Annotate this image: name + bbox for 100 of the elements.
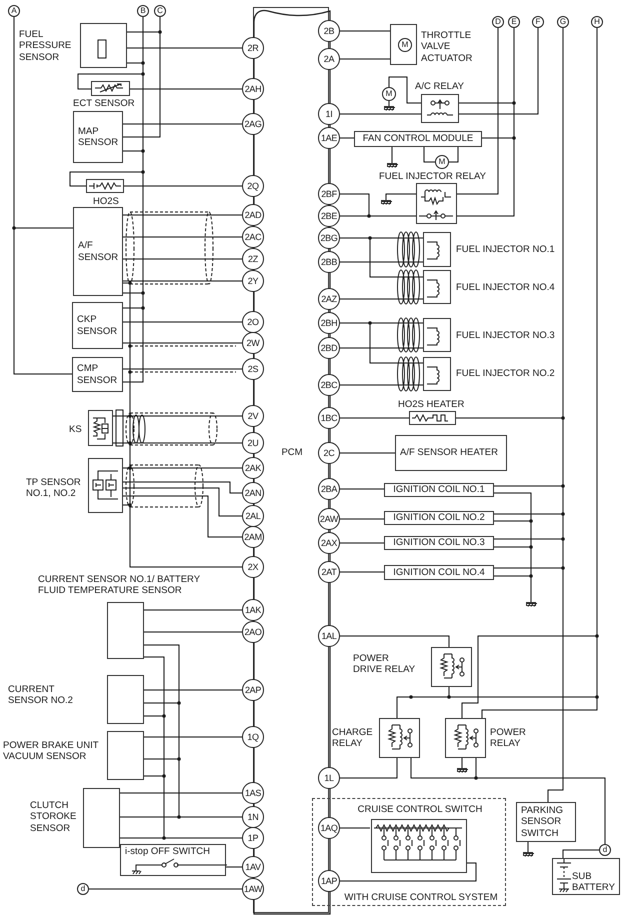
connector-pin: 1Q: [242, 726, 264, 748]
wire: [476, 758, 606, 844]
wire: [388, 100, 390, 106]
connector-pin: 1AL: [318, 625, 340, 647]
wire: [340, 488, 384, 490]
connector-pin: 2O: [242, 311, 264, 333]
connector-pin: 2U: [242, 432, 264, 454]
component-label: A/C RELAY: [415, 81, 465, 92]
wire: [122, 16, 160, 138]
wire: [120, 792, 242, 794]
wire: [562, 850, 600, 858]
component-label: HO2S: [93, 196, 120, 208]
component-label: HO2S HEATER: [398, 399, 466, 410]
component-label: i-stop OFF SWITCH: [125, 846, 211, 858]
connector-pin: 1I: [318, 103, 340, 125]
connector-pin: 2X: [242, 556, 264, 578]
connector-pin: 2AM: [242, 526, 264, 548]
component-label: FUEL INJECTOR NO.4: [456, 282, 556, 294]
connector-pin: 2BH: [318, 312, 340, 334]
wire: [112, 442, 242, 444]
coil-box: IGNITION COIL NO.1: [384, 483, 494, 497]
connector-pin: 2BD: [318, 337, 340, 359]
connector-terminal: F: [532, 16, 544, 28]
wire: [122, 496, 242, 538]
motor-symbol: M: [398, 38, 412, 52]
connector-pin: 2AG: [242, 113, 264, 135]
sensor-box: CMP SENSOR: [72, 357, 123, 392]
connector-pin: 2AT: [318, 561, 340, 583]
wire: [340, 298, 424, 300]
wire: [144, 776, 242, 838]
wire: [122, 342, 242, 344]
connector-pin: 1AW: [242, 878, 264, 900]
component-label: FUEL INJECTOR NO.2: [456, 368, 556, 380]
coil-box: IGNITION COIL NO.4: [384, 565, 494, 580]
component-label: SUB BATTERY: [572, 871, 616, 894]
connector-terminal: A: [8, 5, 20, 17]
component-label: KS: [69, 424, 83, 436]
connector-terminal: d: [599, 844, 611, 856]
component-label: POWER BRAKE UNIT VACUUM SENSOR: [3, 740, 100, 763]
wire: [340, 322, 424, 364]
wire: [122, 488, 242, 516]
component-label: FUEL INJECTOR RELAY: [379, 171, 487, 182]
connector-pin: 2AH: [242, 78, 264, 100]
connector-pin: 1BC: [318, 407, 340, 429]
component-label: POWER DRIVE RELAY: [353, 653, 416, 676]
connector-pin: 2AP: [242, 679, 264, 701]
connector-pin: 2AD: [242, 204, 264, 226]
component-label: CURRENT SENSOR NO.2: [8, 684, 74, 707]
wire: [456, 28, 498, 194]
connector-terminal: B: [137, 5, 149, 17]
connector-pin: 2BG: [318, 227, 340, 249]
connector-pin: 2BE: [318, 205, 340, 227]
wire: [122, 236, 242, 238]
wire: [340, 636, 450, 648]
component-label: FUEL PRESSURE SENSOR: [19, 29, 72, 64]
connector-terminal: H: [591, 16, 603, 28]
wire: [340, 238, 424, 278]
connector-pin: 2AZ: [318, 288, 340, 310]
wire: [386, 194, 416, 200]
wire: [494, 576, 532, 602]
wire: [88, 888, 242, 890]
component-label: TP SENSOR NO.1, NO.2: [26, 477, 82, 500]
connector-pin: 1L: [318, 767, 340, 789]
wire: [340, 862, 476, 882]
wire: [340, 758, 398, 778]
wire: [144, 736, 242, 738]
wire: [340, 30, 390, 32]
wire: [388, 76, 422, 104]
connector-terminal: G: [557, 16, 569, 28]
wire: [458, 28, 538, 114]
connector-pin: 2C: [318, 442, 340, 464]
connector-pin: 2AC: [242, 226, 264, 248]
wire: [424, 146, 436, 162]
wire: [448, 146, 458, 162]
component-label: CRUISE CONTROL SWITCH: [356, 804, 484, 816]
connector-pin: 1AE: [318, 127, 340, 149]
sensor-box: CKP SENSOR: [72, 302, 123, 349]
wire: [122, 214, 242, 216]
connector-pin: 2AL: [242, 505, 264, 527]
wire: [122, 258, 242, 260]
wire: [122, 280, 242, 282]
connector-terminal: E: [508, 16, 520, 28]
connector-pin: 2AK: [242, 457, 264, 479]
wire: [122, 368, 242, 370]
motor-symbol: M: [382, 87, 396, 101]
component-label: FUEL INJECTOR NO.1: [456, 244, 556, 256]
wire: [340, 542, 384, 544]
connector-pin: 2Q: [242, 175, 264, 197]
wire: [340, 384, 424, 386]
wire: [130, 88, 242, 90]
sensor-box: A/F SENSOR: [73, 207, 123, 296]
connector-pin: 1AS: [242, 782, 264, 804]
component-label: CHARGE RELAY: [332, 727, 374, 750]
wire: [340, 58, 390, 60]
module-box: FAN CONTROL MODULE: [354, 131, 482, 147]
connector-pin: 2BA: [318, 478, 340, 500]
connector-pin: 2Z: [242, 248, 264, 270]
wire: [144, 758, 242, 818]
connector-pin: 2AW: [318, 508, 340, 530]
coil-box: IGNITION COIL NO.3: [384, 536, 494, 550]
